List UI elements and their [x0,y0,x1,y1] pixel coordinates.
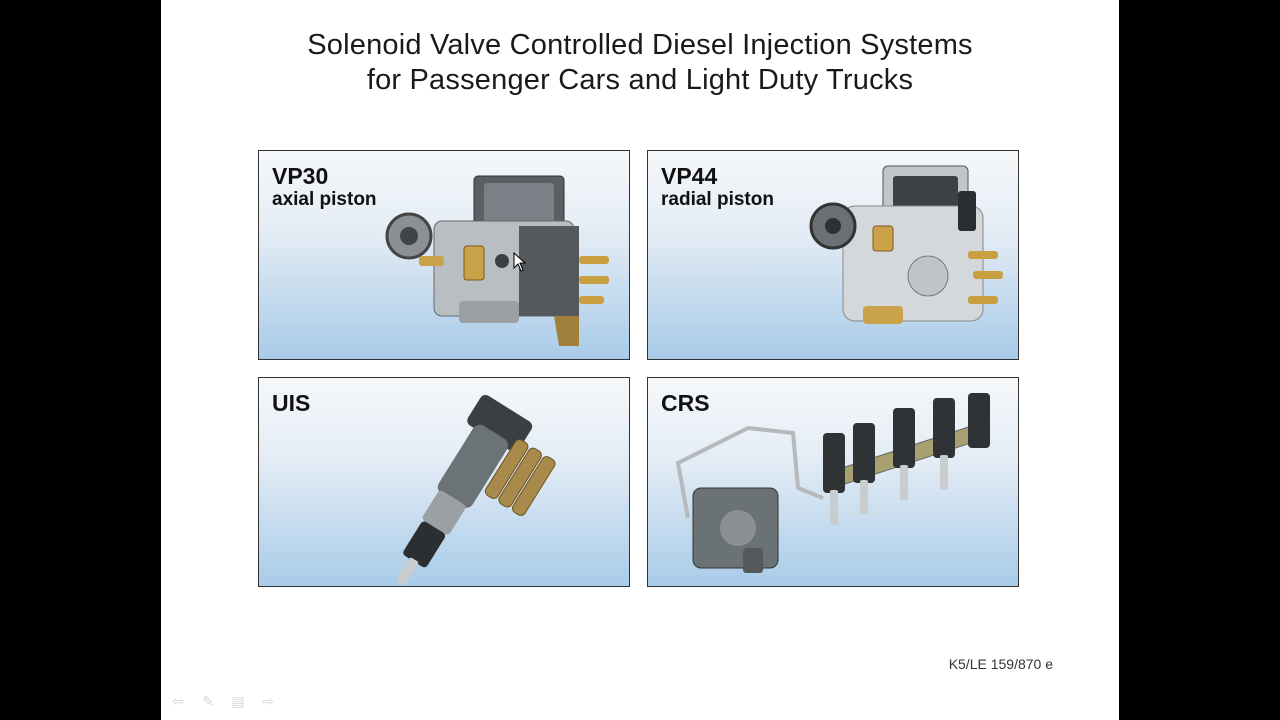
arrow-left-icon[interactable]: ⇦ [172,692,184,709]
slide-title-line-1: Solenoid Valve Controlled Diesel Injecti… [307,29,973,61]
panel-vp30: VP30 axial piston [258,150,630,360]
panel-uis: UIS [258,377,630,587]
panel-vp44: VP44 radial piston [647,150,1019,360]
slide-title-line-2: for Passenger Cars and Light Duty Trucks [366,64,914,96]
panel-title: CRS [661,390,710,416]
uis-injector-image [396,395,556,586]
arrow-right-icon[interactable]: ⇨ [262,692,274,709]
mouse-pointer-icon [513,252,527,272]
vp30-pump-image [385,175,609,346]
panel-title: VP44 [661,163,718,189]
slide-title: Solenoid Valve Controlled Diesel Injecti… [161,28,1119,98]
panel-crs: CRS [647,377,1019,587]
slide-reference-code: K5/LE 159/870 e [948,656,1053,672]
panel-title: VP30 [272,163,329,189]
menu-icon[interactable]: ▤ [231,692,245,709]
panel-subtitle: radial piston [661,189,774,210]
slide-nav-controls: ⇦ ✎ ▤ ⇨ [168,693,278,709]
presentation-slide: Solenoid Valve Controlled Diesel Injecti… [161,0,1119,720]
pen-icon[interactable]: ✎ [202,692,214,709]
panel-subtitle: axial piston [272,189,377,210]
vp44-pump-image [809,165,1003,324]
panel-title: UIS [272,390,311,416]
crs-system-image [675,393,990,573]
